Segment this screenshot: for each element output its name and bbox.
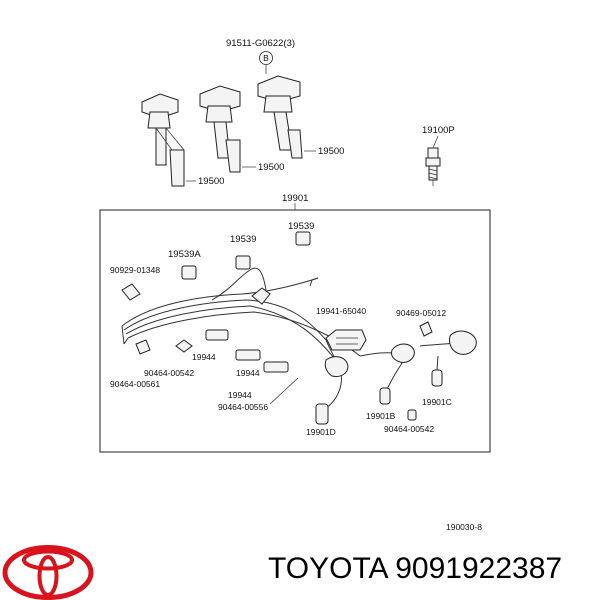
label-clip-90469: 90469-05012 [396,308,446,318]
ignition-wires [121,267,463,409]
boot-19901b [379,387,391,405]
clip-left [135,339,151,355]
label-cord-b: 19901B [366,411,396,421]
label-coil-3: 19500 [318,146,344,157]
label-clamp-b: 19539 [230,234,256,245]
label-sep-c: 19944 [228,390,252,400]
separator-19944-a [205,329,229,341]
label-spark-plug: 19100P [422,125,455,136]
label-cord-c: 19901C [422,397,452,407]
boot-coil-side [251,287,271,305]
wire-set-frame [99,209,491,453]
clamp-19539-2 [295,231,311,246]
figure-number: 190030-8 [446,522,482,532]
clip-90464-00542-left [175,339,193,353]
clip-90929 [121,283,141,301]
ignition-coil-3 [257,75,303,159]
label-clip-00556: 90464-00556 [218,402,268,412]
label-sep-b: 19944 [236,368,260,378]
clamp-19539-1 [235,255,251,270]
label-clip-00561: 90464-00561 [110,379,160,389]
clip-90469 [419,321,433,337]
logo-top-ring [22,549,74,571]
ignition-coil-1 [141,93,185,187]
label-coil-bolt: 91511-G0622(3) [226,38,295,49]
logo-outer-ring [2,545,94,600]
logo-center-ring [37,555,59,597]
boot-cord-b [391,343,415,363]
label-cord-d: 19901D [306,427,336,437]
label-clip-00542-right: 90464-00542 [384,424,434,434]
cord-holder-19941 [325,329,367,351]
label-coil-2: 19500 [258,162,284,173]
separator-19944-c [263,361,289,373]
separator-19944-b [235,349,261,361]
toyota-logo [2,545,94,600]
clamp-19539a [181,265,197,280]
label-clamp-c: 19539 [288,221,314,232]
spark-plug [425,147,441,186]
callout-b: B [263,53,269,63]
label-wire-set: 19901 [282,193,308,204]
callout-b-circle [259,51,273,65]
label-clip-90929: 90929-01348 [110,265,160,275]
boot-19901c [431,369,443,387]
clip-90464-00542-right [407,409,417,421]
label-coil-1: 19500 [198,176,224,187]
ignition-coil-2 [199,85,241,173]
label-clamp-a: 19539A [168,249,201,260]
label-clip-00542-left: 90464-00542 [144,368,194,378]
boot-end-d [324,356,349,377]
label-sep-a: 19944 [192,352,216,362]
brand-part-number: TOYOTA 9091922387 [268,552,563,585]
boot-cord-c [449,330,477,355]
label-holder-19941: 19941-65040 [316,306,366,316]
boot-cord-d [315,403,329,425]
